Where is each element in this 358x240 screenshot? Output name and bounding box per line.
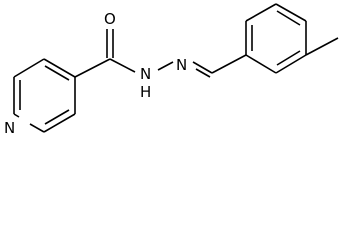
bond-inner [276,10,301,26]
bond [211,54,247,74]
bond [245,3,277,22]
carbonyl-group [74,29,136,78]
bond-inner [195,68,211,78]
bond-inner [44,65,70,81]
atom-label-amide-nitrogen: N [140,65,151,83]
bond [43,58,76,78]
atom-label-imine-nitrogen: N [176,56,187,74]
bond [29,123,45,133]
bond [109,58,136,73]
bond [157,61,174,71]
methyl-bond [305,37,339,56]
bond-inner [276,50,301,66]
benzene-ring [245,3,307,74]
bond-inner [44,109,70,125]
atom-label-pyridine-nitrogen: N [4,119,15,137]
bond [192,61,213,74]
bond [275,54,307,74]
bond [74,58,111,78]
hydrazone-chain [157,54,247,78]
bond [13,113,20,118]
pyridine-ring [13,58,76,133]
bond [13,58,45,78]
bond [245,54,277,74]
bond [275,3,307,22]
atom-label-carbonyl-oxygen: O [104,10,116,28]
bond [43,113,76,133]
atom-label-amide-hydrogen: H [140,83,151,101]
chemical-structure: O N N H N [4,3,339,137]
